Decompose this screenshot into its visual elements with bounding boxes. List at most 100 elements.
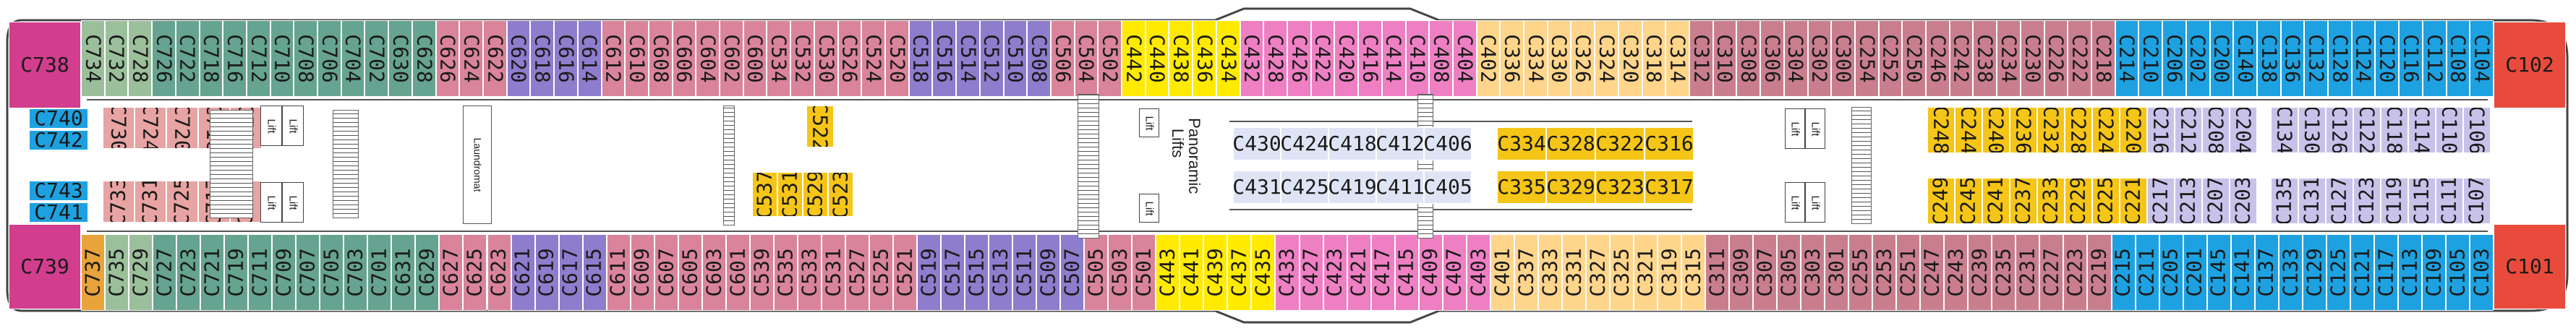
- cabin-c731[interactable]: C731: [135, 181, 166, 223]
- cabin-c619[interactable]: C619: [534, 234, 559, 311]
- cabin-c411[interactable]: C411: [1376, 171, 1424, 204]
- cabin-c527[interactable]: C527: [845, 234, 869, 311]
- cabin-c117[interactable]: C117: [2374, 234, 2398, 311]
- cabin-c250[interactable]: C250: [1902, 20, 1927, 97]
- cabin-c439[interactable]: C439: [1203, 234, 1228, 311]
- cabin-c203[interactable]: C203: [2230, 178, 2257, 224]
- cabin-c113[interactable]: C113: [2397, 234, 2422, 311]
- cabin-c701[interactable]: C701: [367, 234, 392, 311]
- cabin-c318[interactable]: C318: [1642, 20, 1666, 97]
- cabin-c204[interactable]: C204: [2230, 107, 2257, 153]
- cabin-c502[interactable]: C502: [1098, 20, 1122, 97]
- cabin-c243[interactable]: C243: [1944, 234, 1969, 311]
- cabin-c623[interactable]: C623: [487, 234, 511, 311]
- cabin-c247[interactable]: C247: [1920, 234, 1945, 311]
- cabin-c334[interactable]: C334: [1497, 127, 1546, 160]
- cabin-c240[interactable]: C240: [1982, 107, 2010, 153]
- cabin-c508[interactable]: C508: [1027, 20, 1051, 97]
- cabin-c733[interactable]: C733: [103, 181, 135, 223]
- cabin-c222[interactable]: C222: [2068, 20, 2091, 97]
- cabin-c521[interactable]: C521: [893, 234, 918, 311]
- cabin-c329[interactable]: C329: [1546, 171, 1595, 204]
- cabin-c103[interactable]: C103: [2469, 234, 2494, 311]
- cabin-c119[interactable]: C119: [2381, 178, 2408, 224]
- cabin-c231[interactable]: C231: [2016, 234, 2040, 311]
- cabin-c238[interactable]: C238: [1973, 20, 1997, 97]
- cabin-c200[interactable]: C200: [2209, 20, 2234, 97]
- cabin-c212[interactable]: C212: [2175, 107, 2202, 153]
- cabin-c418[interactable]: C418: [1328, 127, 1376, 160]
- cabin-c319[interactable]: C319: [1657, 234, 1681, 311]
- cabin-c135[interactable]: C135: [2271, 178, 2298, 224]
- cabin-c730[interactable]: C730: [103, 107, 135, 149]
- cabin-c516[interactable]: C516: [932, 20, 957, 97]
- cabin-c310[interactable]: C310: [1713, 20, 1737, 97]
- cabin-c315[interactable]: C315: [1681, 234, 1705, 311]
- cabin-c309[interactable]: C309: [1729, 234, 1754, 311]
- cabin-c210[interactable]: C210: [2138, 20, 2163, 97]
- cabin-c414[interactable]: C414: [1381, 20, 1406, 97]
- cabin-c431[interactable]: C431: [1233, 171, 1281, 204]
- cabin-c509[interactable]: C509: [1036, 234, 1061, 311]
- cabin-c311[interactable]: C311: [1705, 234, 1730, 311]
- cabin-c531[interactable]: C531: [777, 172, 803, 217]
- cabin-c726[interactable]: C726: [152, 20, 176, 97]
- cabin-c230[interactable]: C230: [2020, 20, 2044, 97]
- cabin-c618[interactable]: C618: [530, 20, 555, 97]
- cabin-c624[interactable]: C624: [459, 20, 483, 97]
- cabin-c614[interactable]: C614: [577, 20, 602, 97]
- cabin-c133[interactable]: C133: [2278, 234, 2303, 311]
- cabin-c118[interactable]: C118: [2381, 107, 2408, 153]
- cabin-c517[interactable]: C517: [941, 234, 965, 311]
- cabin-c303[interactable]: C303: [1801, 234, 1825, 311]
- cabin-c530[interactable]: C530: [814, 20, 838, 97]
- cabin-c227[interactable]: C227: [2039, 234, 2064, 311]
- cabin-c307[interactable]: C307: [1753, 234, 1778, 311]
- cabin-c108[interactable]: C108: [2446, 20, 2470, 97]
- cabin-c419[interactable]: C419: [1328, 171, 1376, 204]
- cabin-c629[interactable]: C629: [415, 234, 440, 311]
- cabin-c416[interactable]: C416: [1358, 20, 1382, 97]
- cabin-c525[interactable]: C525: [869, 234, 893, 311]
- cabin-c237[interactable]: C237: [2010, 178, 2037, 224]
- cabin-c705[interactable]: C705: [320, 234, 344, 311]
- cabin-c107[interactable]: C107: [2463, 178, 2491, 224]
- cabin-c403[interactable]: C403: [1466, 234, 1490, 311]
- cabin-c253[interactable]: C253: [1872, 234, 1897, 311]
- cabin-c220[interactable]: C220: [2120, 107, 2147, 153]
- cabin-c131[interactable]: C131: [2298, 178, 2326, 224]
- cabin-c301[interactable]: C301: [1825, 234, 1849, 311]
- cabin-c503[interactable]: C503: [1108, 234, 1133, 311]
- cabin-c300[interactable]: C300: [1831, 20, 1855, 97]
- cabin-c513[interactable]: C513: [989, 234, 1013, 311]
- cabin-c129[interactable]: C129: [2302, 234, 2326, 311]
- cabin-c201[interactable]: C201: [2183, 234, 2207, 311]
- cabin-c430[interactable]: C430: [1233, 127, 1281, 160]
- cabin-c245[interactable]: C245: [1955, 178, 1982, 224]
- cabin-c408[interactable]: C408: [1429, 20, 1453, 97]
- cabin-c251[interactable]: C251: [1896, 234, 1921, 311]
- cabin-c510[interactable]: C510: [1003, 20, 1028, 97]
- cabin-c435[interactable]: C435: [1251, 234, 1276, 311]
- cabin-c421[interactable]: C421: [1347, 234, 1371, 311]
- cabin-c323[interactable]: C323: [1595, 171, 1645, 204]
- cabin-c615[interactable]: C615: [582, 234, 607, 311]
- cabin-c112[interactable]: C112: [2422, 20, 2447, 97]
- cabin-c522[interactable]: C522: [806, 106, 834, 147]
- cabin-c239[interactable]: C239: [1968, 234, 1992, 311]
- cabin-c401[interactable]: C401: [1490, 234, 1514, 311]
- cabin-c515[interactable]: C515: [965, 234, 989, 311]
- cabin-c539[interactable]: C539: [749, 234, 774, 311]
- cabin-c738[interactable]: C738: [9, 22, 81, 108]
- cabin-c718[interactable]: C718: [199, 20, 223, 97]
- cabin-c120[interactable]: C120: [2375, 20, 2400, 97]
- cabin-c326[interactable]: C326: [1571, 20, 1595, 97]
- cabin-c723[interactable]: C723: [176, 234, 201, 311]
- cabin-c511[interactable]: C511: [1012, 234, 1037, 311]
- cabin-c244[interactable]: C244: [1955, 107, 1982, 153]
- cabin-c528[interactable]: C528: [806, 147, 834, 149]
- cabin-c729[interactable]: C729: [129, 234, 153, 311]
- cabin-c610[interactable]: C610: [625, 20, 649, 97]
- cabin-c616[interactable]: C616: [554, 20, 578, 97]
- cabin-c533[interactable]: C533: [797, 234, 822, 311]
